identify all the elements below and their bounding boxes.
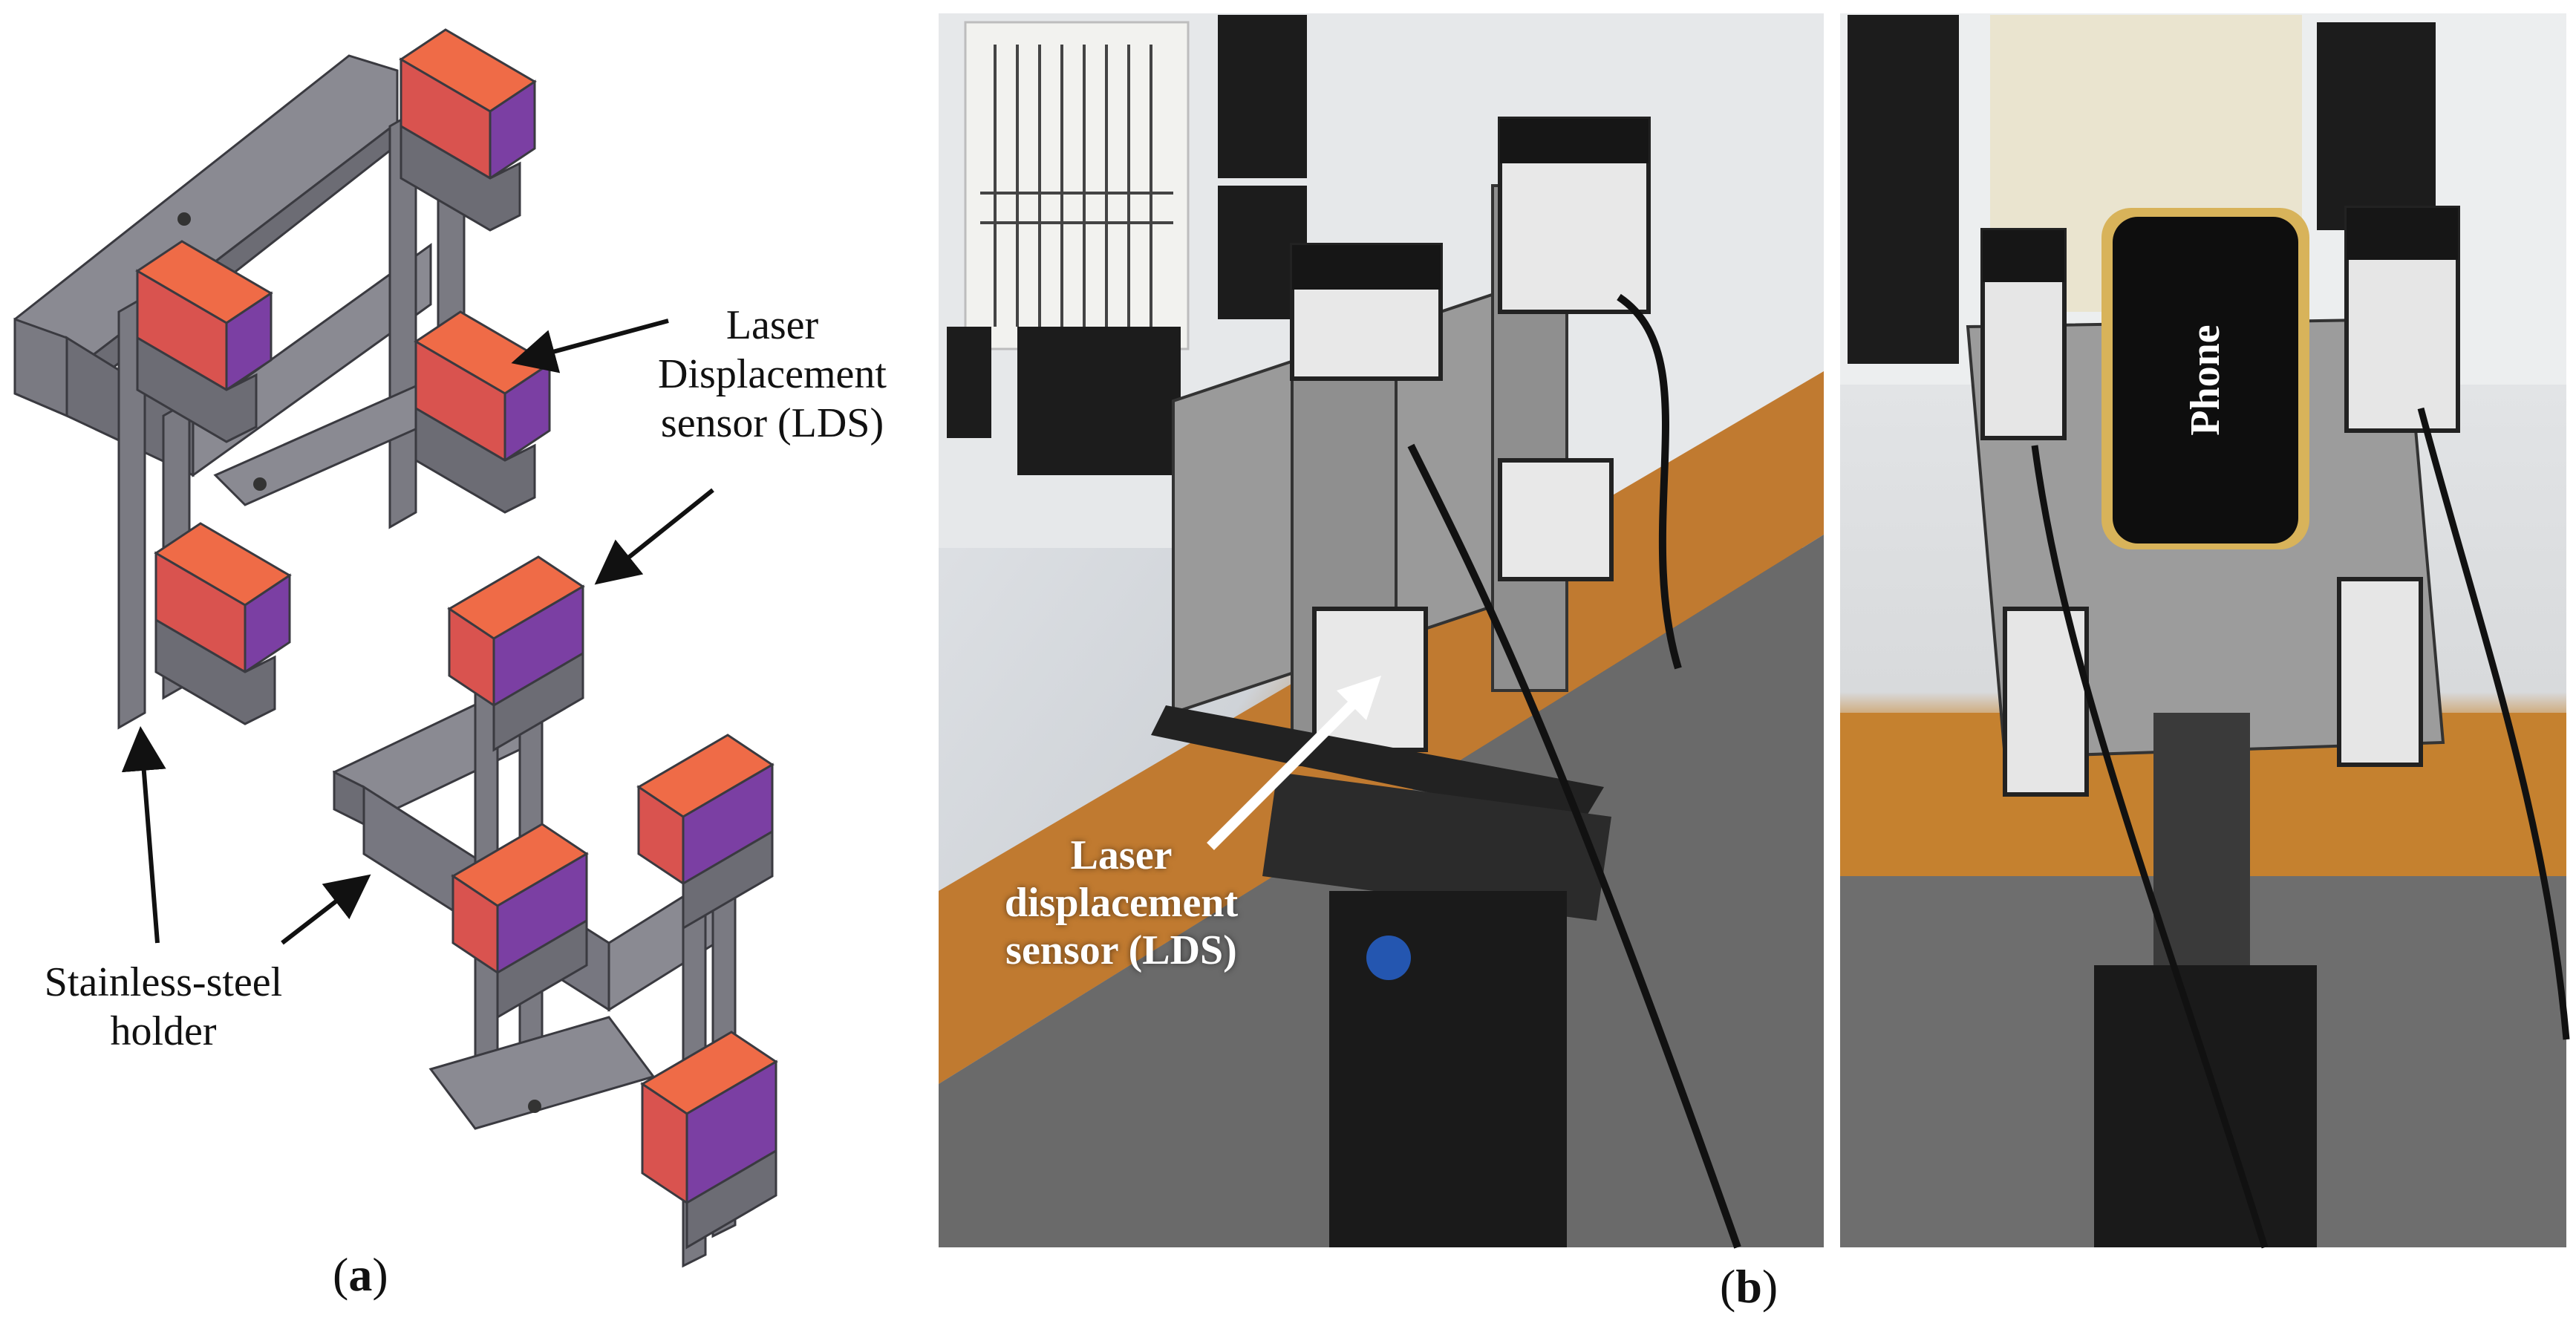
lds-label-b: Laser displacement sensor (LDS) (965, 832, 1277, 974)
holder-label-line1: Stainless-steel (44, 959, 283, 1005)
holder-label-line2: holder (110, 1008, 217, 1054)
holder-label: Stainless-steel holder (7, 958, 319, 1056)
panel-b-photo-left (939, 13, 1824, 1249)
arrow-holder-left (121, 726, 166, 944)
caption-b-close: ) (1761, 1260, 1778, 1313)
caption-a: (a) (333, 1247, 388, 1302)
qr-code-icon (947, 327, 991, 438)
lds-label-b-line3: sensor (LDS) (1005, 927, 1237, 973)
qr-code-icon (1218, 15, 1307, 178)
lds-label-a-line1: Laser (725, 302, 819, 348)
phone-label-text: Phone (2182, 324, 2228, 436)
caption-a-letter: a (348, 1248, 373, 1301)
arrow-holder-lower (281, 874, 371, 945)
caption-b: (b) (1720, 1259, 1778, 1314)
arrow-lds-photo (1207, 687, 1370, 850)
lds-label-a-line2: Displacement (658, 351, 887, 397)
lower-sensors (447, 555, 778, 1250)
panel-a-drawing (13, 28, 778, 1268)
lds-label-a: Laser Displacement sensor (LDS) (639, 301, 906, 448)
lds-label-b-line1: Laser (1070, 832, 1173, 878)
upper-sensors (135, 28, 552, 725)
qr-code-icon (1017, 327, 1181, 475)
caption-a-close: ) (372, 1248, 388, 1301)
lds-label-a-line3: sensor (LDS) (660, 400, 884, 446)
panel-b-photo-right (1840, 13, 2570, 1249)
caption-b-letter: b (1735, 1260, 1762, 1313)
qr-code-icon (1848, 15, 1959, 364)
qr-code-icon (2317, 22, 2436, 230)
caption-b-open: ( (1720, 1260, 1736, 1313)
caption-a-open: ( (333, 1248, 349, 1301)
phone-label: Phone (2182, 306, 2229, 454)
phone (2113, 217, 2298, 543)
arrow-lds-lower (594, 488, 714, 585)
lds-label-b-line2: displacement (1004, 880, 1239, 926)
arrow-lds-upper (511, 319, 669, 373)
